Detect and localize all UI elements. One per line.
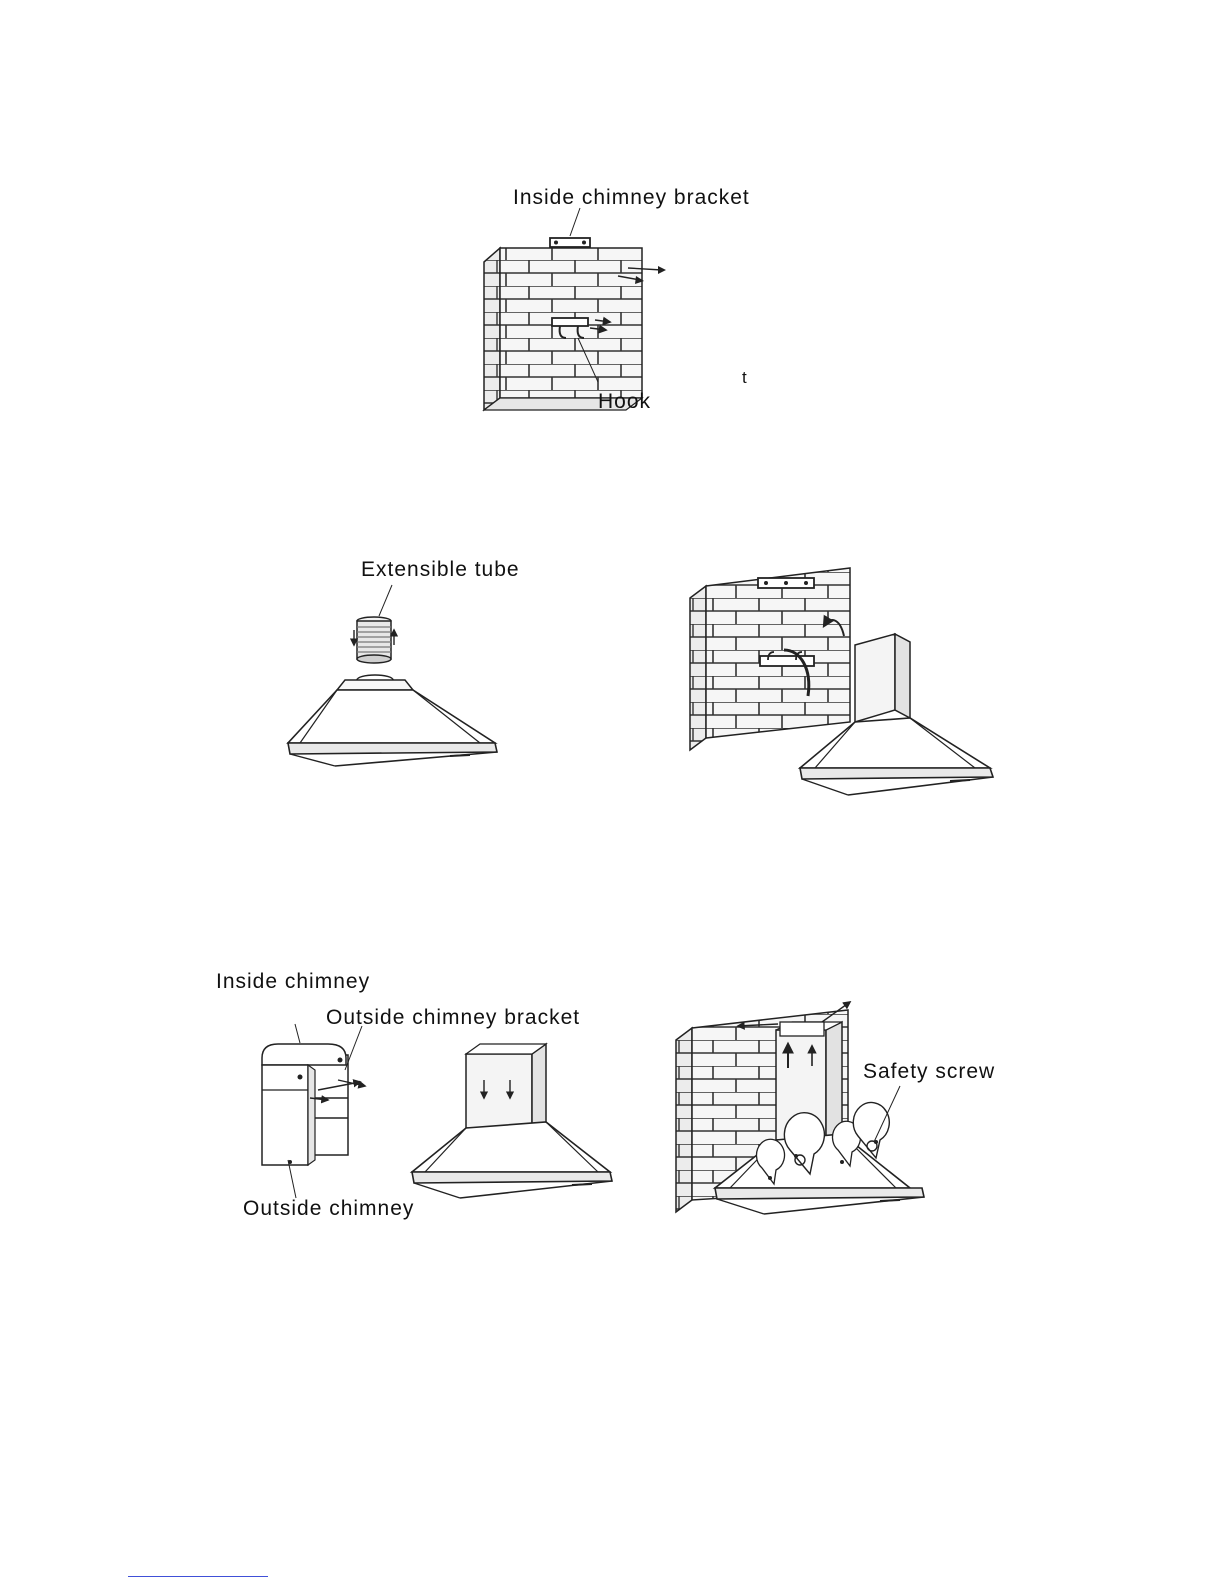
figure4-outside-chimney	[262, 1024, 365, 1198]
label-stray-glyph: t	[742, 368, 748, 388]
label-safety-screw: Safety screw	[863, 1060, 995, 1084]
figure2-hood	[288, 675, 497, 766]
figure5-hood	[412, 1044, 612, 1198]
label-hook: Hook	[598, 390, 651, 414]
label-inside-chimney-bracket: Inside chimney bracket	[513, 186, 750, 210]
label-outside-chimney: Outside chimney	[243, 1197, 414, 1221]
footer-rule	[128, 1576, 268, 1577]
figure1-wall	[484, 248, 642, 410]
label-inside-chimney: Inside chimney	[216, 970, 370, 994]
label-extensible-tube: Extensible tube	[361, 558, 520, 582]
figure1-inside-chimney-bracket	[550, 208, 590, 247]
label-outside-chimney-bracket: Outside chimney bracket	[326, 1006, 580, 1030]
figure2-extensible-tube	[354, 585, 394, 663]
